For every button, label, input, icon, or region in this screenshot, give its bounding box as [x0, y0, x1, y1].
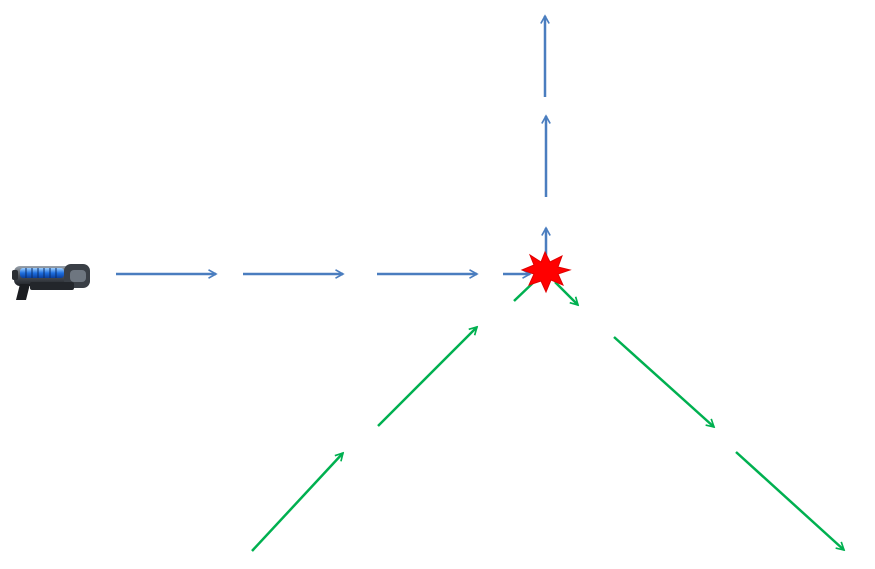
ray-gun-icon: [12, 264, 90, 300]
outgoing-beam: [545, 16, 546, 262]
particle-arrow: [251, 453, 343, 552]
outgoing-particle: [554, 281, 844, 550]
incoming-particle: [251, 279, 537, 552]
particle-arrow: [554, 281, 578, 305]
particle-arrow: [613, 336, 714, 427]
starburst-icon: [520, 250, 572, 294]
particle-arrow: [735, 451, 844, 550]
particle-arrow: [377, 327, 477, 427]
